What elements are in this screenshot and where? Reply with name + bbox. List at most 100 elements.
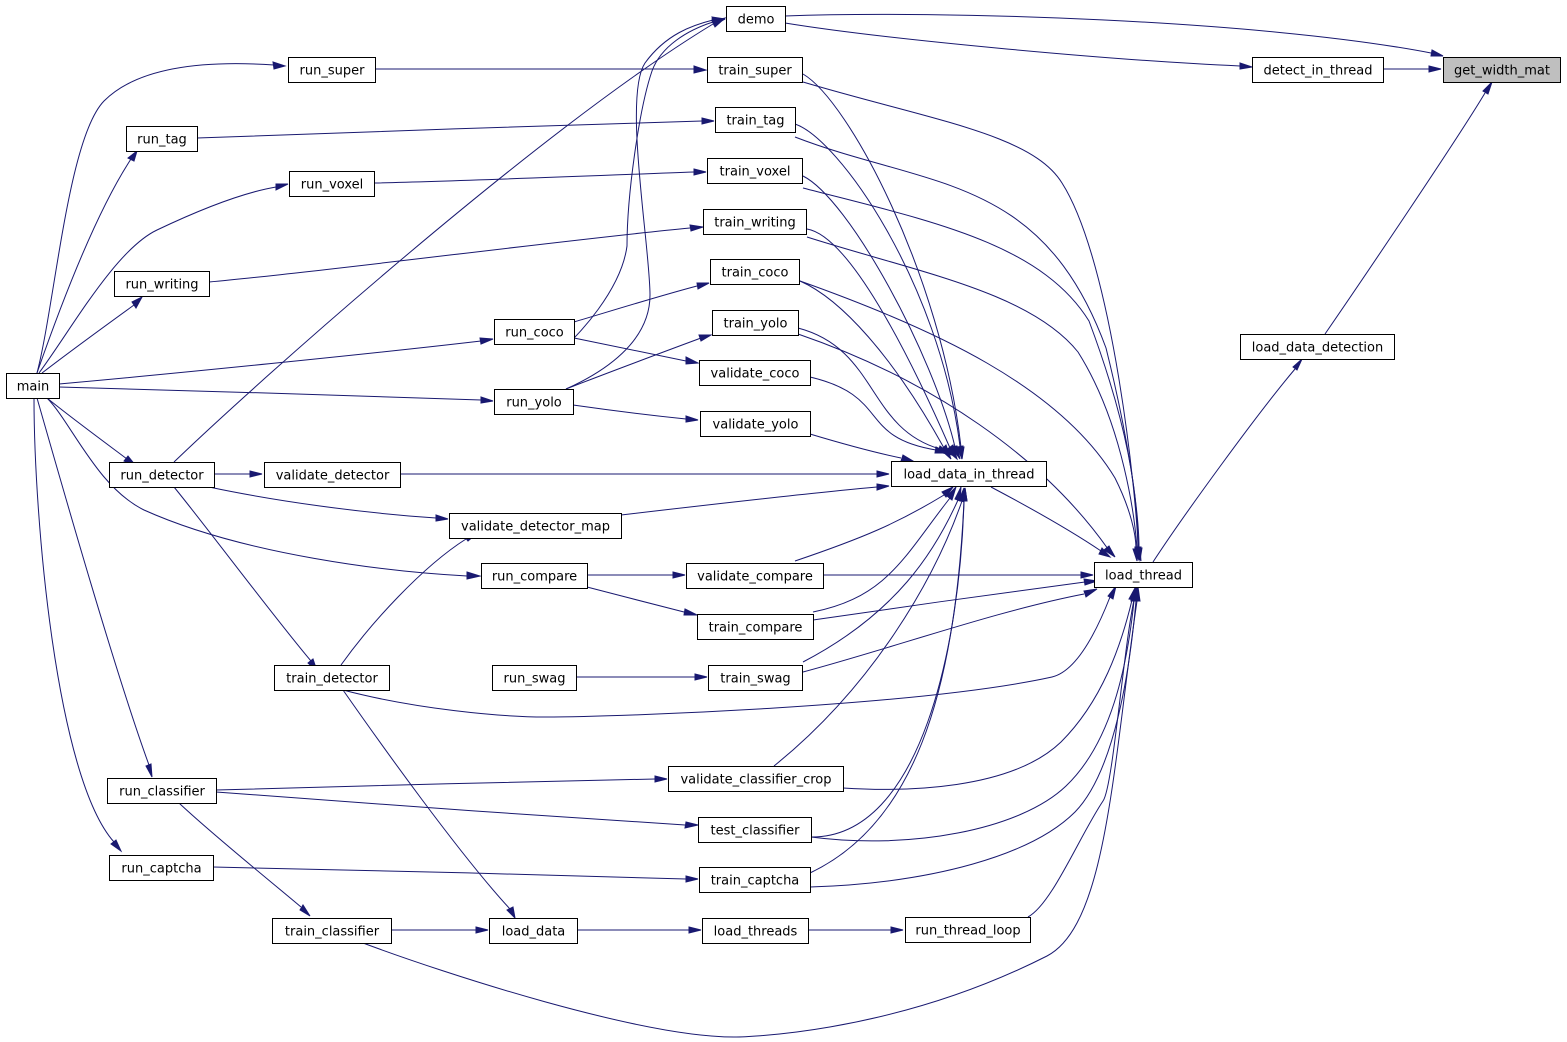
node-main[interactable]: main (6, 373, 60, 399)
edge-line (178, 802, 302, 908)
node-run-compare[interactable]: run_compare (481, 563, 588, 589)
node-validate-detector[interactable]: validate_detector (264, 462, 401, 488)
edge-line (573, 21, 714, 339)
node-train-captcha[interactable]: train_captcha (699, 867, 811, 893)
edge-line (41, 304, 135, 374)
node-label: validate_coco (711, 367, 800, 382)
node-box (1240, 334, 1395, 360)
edge-line (573, 285, 698, 323)
node-get-width-mat[interactable]: get_width_mat (1443, 57, 1561, 83)
node-label: run_detector (120, 469, 204, 484)
node-run-captcha[interactable]: run_captcha (109, 855, 214, 881)
edge-run_coco-to-validate_coco (573, 337, 700, 365)
edge-run_super-to-train_super (375, 65, 708, 74)
edge-run_thread_loop-to-load_thread (1027, 587, 1138, 918)
node-run-coco[interactable]: run_coco (494, 319, 575, 345)
arrowhead (934, 446, 949, 454)
edge-validate_classifier_crop-to-load_thread (842, 587, 1136, 790)
arrowhead (1482, 81, 1493, 95)
arrowhead (435, 514, 449, 522)
node-load-threads[interactable]: load_threads (702, 918, 809, 944)
edge-line (802, 81, 1139, 549)
node-run-detector[interactable]: run_detector (109, 462, 215, 488)
arrowhead (272, 61, 287, 70)
edge-run_captcha-to-train_captcha (212, 866, 699, 883)
edge-line (797, 327, 941, 450)
arrowhead (685, 415, 699, 423)
node-run-voxel[interactable]: run_voxel (289, 171, 375, 197)
edge-line (586, 586, 685, 613)
node-label: load_data_in_thread (903, 468, 1034, 483)
node-train-super[interactable]: train_super (707, 57, 803, 83)
edge-line (46, 397, 468, 577)
arrowhead (1103, 545, 1116, 558)
node-test-classifier[interactable]: test_classifier (698, 817, 812, 843)
node-run-classifier[interactable]: run_classifier (107, 778, 217, 804)
edge-run_yolo-to-demo (565, 16, 726, 390)
node-label: load_data (502, 925, 566, 940)
arrowhead (145, 763, 153, 778)
edge-line (809, 500, 965, 874)
arrowhead (694, 673, 708, 681)
node-label: run_compare (492, 570, 577, 585)
node-run-yolo[interactable]: run_yolo (494, 389, 574, 415)
node-demo[interactable]: demo (726, 6, 786, 32)
edge-line (58, 340, 482, 385)
node-box (6, 373, 60, 399)
node-train-swag[interactable]: train_swag (708, 665, 803, 691)
edge-main-to-run_voxel (38, 183, 289, 374)
arrowhead (956, 445, 964, 460)
node-load-data-in-thread[interactable]: load_data_in_thread (891, 461, 1047, 487)
arrowhead (1080, 571, 1094, 579)
arrowhead (1292, 358, 1303, 371)
node-run-thread-loop[interactable]: run_thread_loop (905, 917, 1031, 943)
node-detect-in-thread[interactable]: detect_in_thread (1252, 57, 1384, 83)
edge-line (784, 22, 1241, 67)
edge-run_writing-to-train_writing (208, 224, 704, 283)
edge-train_captcha-to-load_thread (809, 587, 1140, 888)
node-box (699, 360, 811, 386)
edge-line (215, 791, 686, 826)
node-train-coco[interactable]: train_coco (710, 259, 800, 285)
edge-line (1324, 92, 1486, 335)
node-box (274, 665, 390, 691)
node-train-detector[interactable]: train_detector (274, 665, 390, 691)
node-label: train_swag (720, 672, 790, 687)
arrowhead (480, 396, 494, 404)
node-load-data[interactable]: load_data (489, 918, 578, 944)
node-train-writing[interactable]: train_writing (703, 209, 807, 235)
edge-run_classifier-to-train_classifier (178, 802, 311, 917)
node-train-tag[interactable]: train_tag (715, 107, 796, 133)
node-box (698, 817, 812, 843)
edge-line (565, 19, 714, 390)
node-box (449, 513, 622, 539)
arrowhead (1132, 587, 1140, 602)
node-validate-yolo[interactable]: validate_yolo (700, 411, 811, 437)
node-train-compare[interactable]: train_compare (697, 614, 814, 640)
node-load-data-detection[interactable]: load_data_detection (1240, 334, 1395, 360)
node-validate-classifier-crop[interactable]: validate_classifier_crop (668, 766, 844, 792)
node-load-thread[interactable]: load_thread (1094, 562, 1193, 588)
node-train-voxel[interactable]: train_voxel (707, 158, 803, 184)
node-train-classifier[interactable]: train_classifier (272, 918, 392, 944)
node-run-swag[interactable]: run_swag (492, 665, 577, 691)
node-run-tag[interactable]: run_tag (126, 126, 198, 152)
node-label: load_threads (714, 925, 798, 940)
node-train-yolo[interactable]: train_yolo (712, 310, 799, 336)
arrowhead (127, 149, 138, 162)
arrowhead (110, 839, 123, 853)
edge-line (806, 236, 1138, 549)
node-label: run_thread_loop (915, 924, 1020, 939)
node-label: get_width_mat (1454, 64, 1550, 79)
node-validate-detector-map[interactable]: validate_detector_map (449, 513, 622, 539)
node-run-writing[interactable]: run_writing (114, 271, 210, 297)
node-validate-coco[interactable]: validate_coco (699, 360, 811, 386)
edge-line (173, 486, 312, 662)
node-validate-compare[interactable]: validate_compare (686, 563, 824, 589)
node-run-super[interactable]: run_super (288, 57, 376, 83)
node-box (707, 57, 803, 83)
node-box (707, 158, 803, 184)
edge-train_coco-to-load_thread (799, 280, 1140, 562)
node-label: run_voxel (301, 178, 363, 193)
edge-load_data_detection-to-get_width_mat (1324, 81, 1493, 335)
